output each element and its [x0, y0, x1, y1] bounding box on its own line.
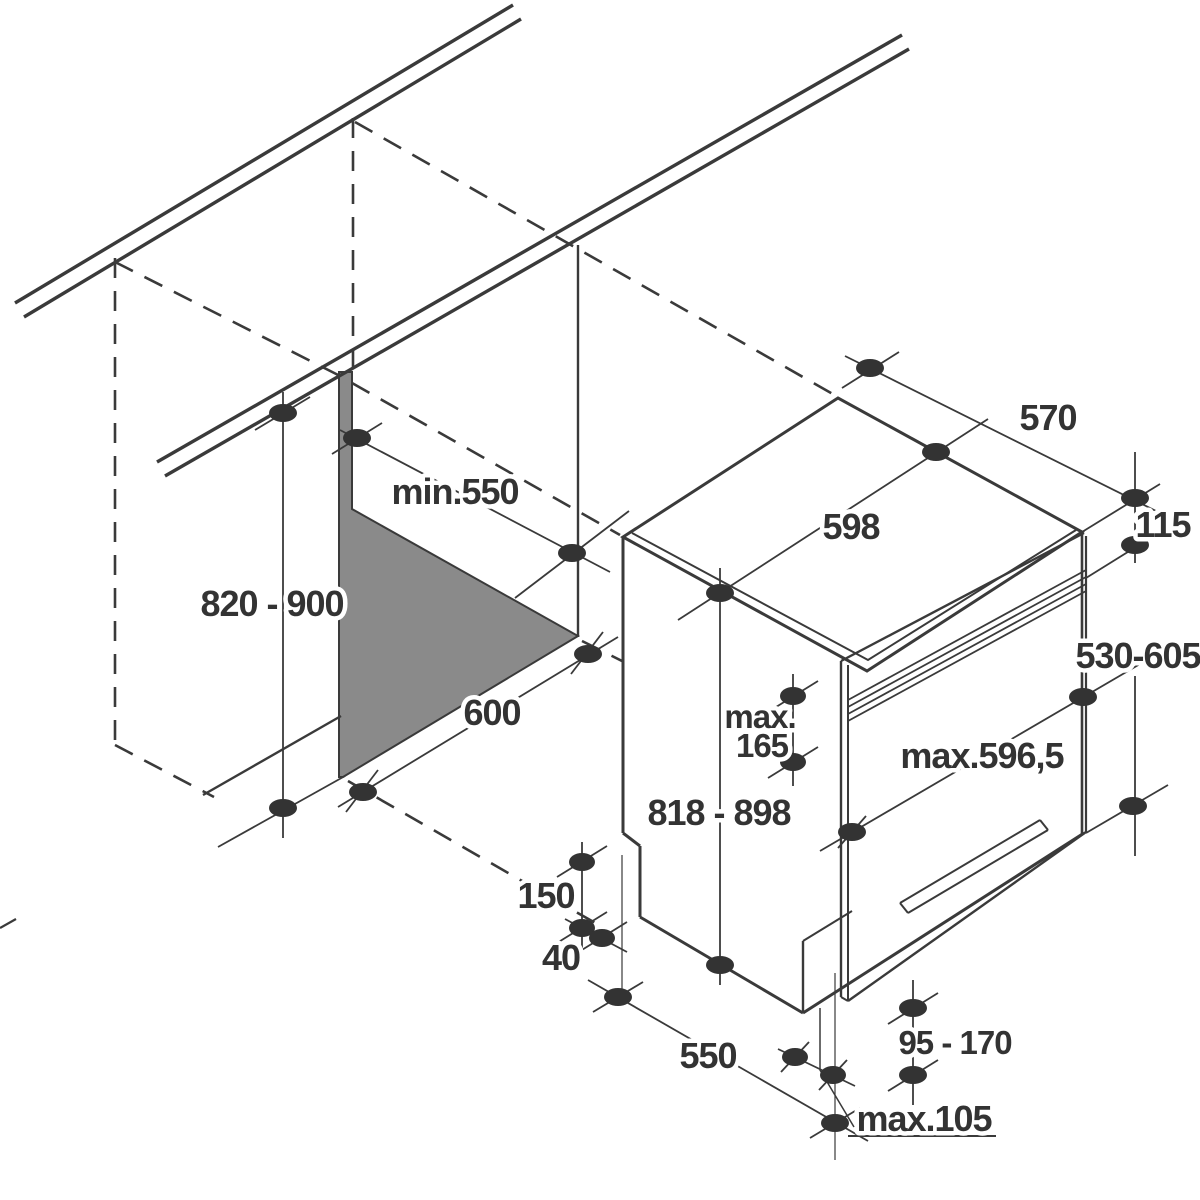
dim-door-width-max: max.596,5: [900, 735, 1064, 776]
dim-notch-depth: 40: [542, 937, 580, 978]
dim-floor-depth: 550: [679, 1035, 736, 1076]
dim-notch-height: 150: [517, 875, 574, 916]
dim-appliance-height: 818 - 898: [647, 792, 790, 833]
dim-plinth-height-range: 95 - 170: [898, 1024, 1011, 1061]
dim-plinth-recess-max: max.105: [856, 1098, 992, 1139]
control-panel-top-edge: [840, 531, 1085, 663]
dishwasher: [620, 396, 1088, 1015]
door-bottom-edge: [847, 831, 1087, 1002]
dimension-labels: min.550 820 - 900 600 598 570 115 530-60…: [196, 393, 1200, 1144]
door-handle: [899, 819, 1049, 914]
dimension-markers: [269, 359, 1149, 1132]
dim-panel-max-line2: 165: [736, 727, 789, 764]
niche-floor-shade: [338, 371, 580, 778]
niche-shaded-area: [202, 245, 630, 848]
dim-appliance-width: 598: [822, 506, 879, 547]
dim-control-panel-height: 115: [1135, 504, 1191, 545]
dim-door-height-range: 530-605: [1075, 635, 1200, 676]
dim-niche-height-range: 820 - 900: [200, 583, 343, 624]
dim-panel-max-line1: max.: [724, 698, 795, 735]
countertop-rails: [14, 3, 910, 478]
dishwasher-silhouette: [623, 398, 1086, 1013]
dim-appliance-depth: 570: [1019, 397, 1076, 438]
dim-niche-width: 600: [463, 692, 520, 733]
dim-niche-depth-min: min.550: [391, 471, 518, 512]
